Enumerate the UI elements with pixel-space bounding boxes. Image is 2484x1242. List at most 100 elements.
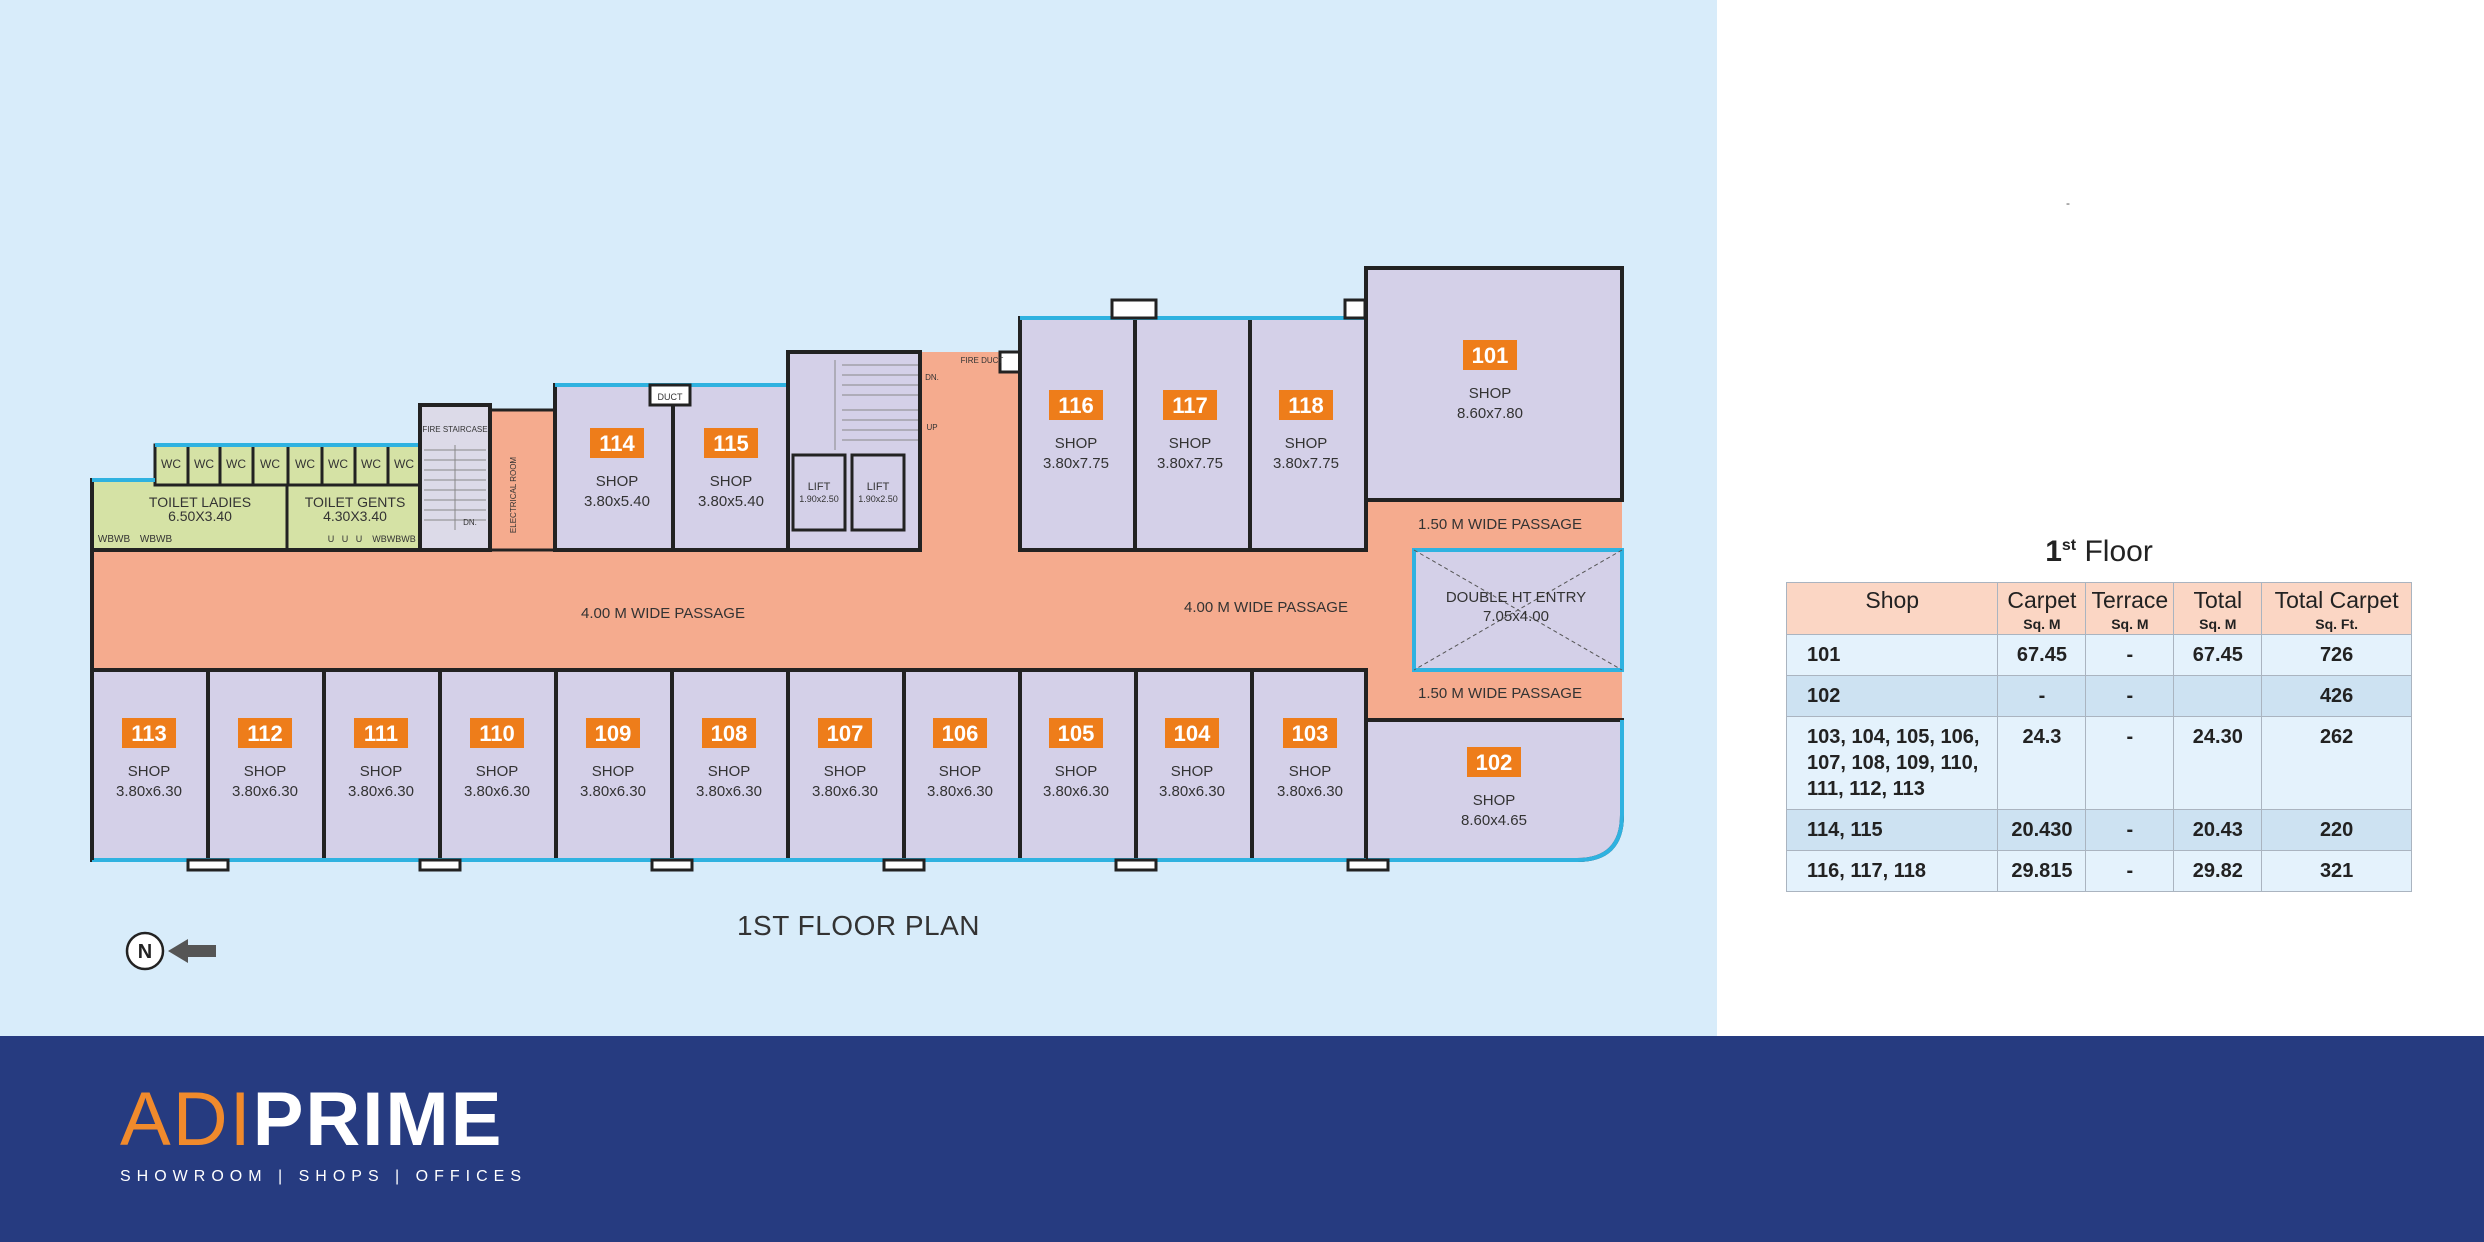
cell-carpet: 24.3 (1997, 716, 2087, 810)
shop-117-room (1133, 316, 1252, 552)
main-passage (92, 550, 1417, 670)
wc-label: WC (194, 457, 214, 471)
toilet-gents-size: 4.30X3.40 (323, 508, 387, 524)
service-passage (920, 352, 1020, 552)
shop-number: 113 (131, 721, 167, 746)
shop-number-badge (354, 718, 408, 748)
lift-size: 1.90x2.50 (799, 494, 839, 504)
shop-label: SHOP (244, 763, 287, 780)
passage-label-left: 4.00 M WIDE PASSAGE (581, 605, 745, 622)
shop-number-badge (1279, 390, 1333, 420)
shop-label: SHOP (1055, 435, 1098, 452)
table-row: 114, 115 20.430 - 20.43 220 (1785, 809, 2412, 851)
shop-size: 3.80x7.75 (1157, 455, 1223, 472)
north-circle (125, 931, 165, 971)
urinal-label: U (356, 534, 363, 544)
duct-box-3 (1343, 298, 1367, 320)
shop-number: 111 (364, 721, 398, 746)
footer-bar (0, 1036, 2484, 1242)
shop-number-badge (238, 718, 292, 748)
urinal-label: U (342, 534, 349, 544)
table-heading: 1st Floor (1786, 535, 2412, 569)
cell-total-carpet: 426 (2261, 675, 2412, 717)
shop-label: SHOP (939, 763, 982, 780)
shop-number: 116 (1058, 393, 1094, 418)
cell-shop: 101 (1785, 634, 1999, 676)
shop-number-badge (1283, 718, 1337, 748)
table-row: 102 - - 426 (1785, 675, 2412, 717)
shop-number: 109 (595, 721, 632, 746)
cell-shop: 116, 117, 118 (1785, 850, 1999, 892)
cell-terrace: - (2085, 634, 2175, 676)
table-heading-number: 1 (2045, 535, 2062, 568)
toilet-block (90, 478, 424, 552)
wc-label: WC (260, 457, 280, 471)
cell-terrace: - (2085, 809, 2175, 851)
north-label: N (138, 941, 152, 963)
cell-total-carpet: 321 (2261, 850, 2412, 892)
shop-number: 106 (942, 721, 979, 746)
table-row: 101 67.45 - 67.45 726 (1785, 634, 2412, 676)
shop-114-room (553, 383, 675, 552)
duct-box (648, 383, 692, 407)
shop-label: SHOP (1171, 763, 1214, 780)
shop-label: SHOP (708, 763, 751, 780)
shop-115-room (671, 383, 790, 552)
brand-name-part2: PRIME (252, 1077, 504, 1162)
cell-shop: 102 (1785, 675, 1999, 717)
shop-size: 3.80x6.30 (927, 783, 993, 800)
fire-duct-label: FIRE DUCT (961, 356, 1004, 365)
cell-terrace: - (2085, 850, 2175, 892)
shop-size: 3.80x6.30 (1043, 783, 1109, 800)
urinal-label: U (328, 534, 335, 544)
shop-number-badge (702, 718, 756, 748)
shop-size: 3.80x6.30 (116, 783, 182, 800)
shop-number: 107 (827, 721, 864, 746)
shop-number-badge (1467, 747, 1521, 777)
shop-number: 103 (1292, 721, 1329, 746)
shop-label: SHOP (592, 763, 635, 780)
shop-number-badge (1463, 340, 1517, 370)
shop-number-badge (1163, 390, 1217, 420)
fire-staircase-label: FIRE STAIRCASE (422, 425, 487, 434)
shop-number-badge (470, 718, 524, 748)
cell-total-carpet: 726 (2261, 634, 2412, 676)
cell-total: 29.82 (2173, 850, 2263, 892)
table-heading-word: Floor (2084, 535, 2153, 568)
shop-size: 3.80x6.30 (812, 783, 878, 800)
table-row: 103, 104, 105, 106, 107, 108, 109, 110, … (1785, 716, 2412, 810)
north-arrow-icon (168, 939, 216, 963)
cell-carpet: - (1997, 675, 2087, 717)
cell-total: 20.43 (2173, 809, 2263, 851)
shop-number-badge (933, 718, 987, 748)
shop-number: 104 (1174, 721, 1211, 746)
cell-carpet: 67.45 (1997, 634, 2087, 676)
lift-1 (791, 453, 847, 532)
wc-label: WC (361, 457, 381, 471)
shop-number-badges: 101SHOP8.60x7.80102SHOP8.60x4.65103SHOP3… (116, 340, 1527, 829)
passage-bottom-strip (1366, 670, 1622, 720)
cell-total-carpet: 262 (2261, 716, 2412, 810)
shop-label: SHOP (1469, 385, 1512, 402)
wc-label: WC (394, 457, 414, 471)
shop-label: SHOP (128, 763, 171, 780)
shop-number-badge (590, 428, 644, 458)
duct-box-2 (1110, 298, 1158, 320)
shop-number: 118 (1288, 393, 1324, 418)
shop-label: SHOP (1169, 435, 1212, 452)
shop-number: 115 (713, 431, 749, 456)
passage-label-top: 1.50 M WIDE PASSAGE (1418, 516, 1582, 533)
